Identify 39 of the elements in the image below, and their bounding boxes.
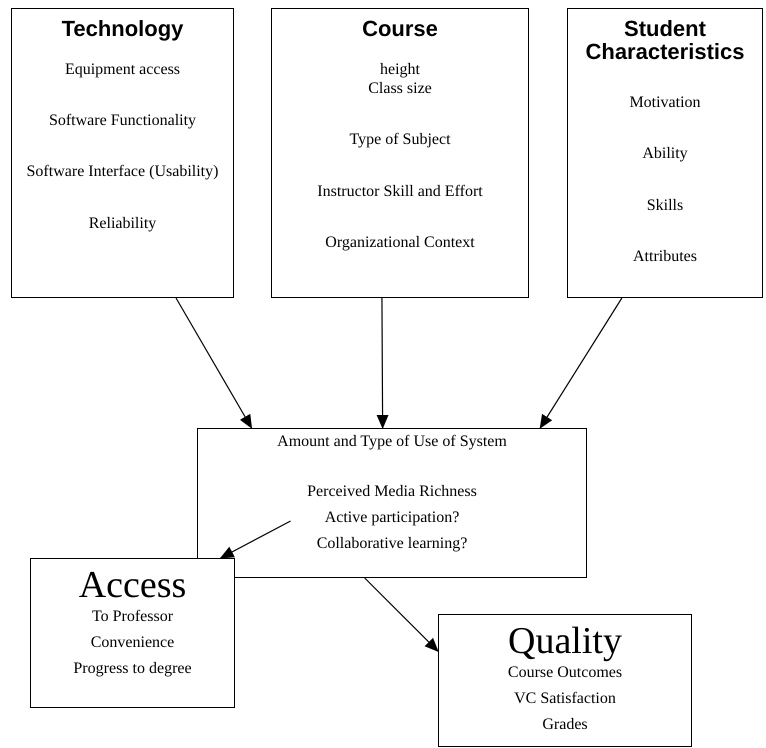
process-box <box>438 614 692 747</box>
box-item: Convenience <box>90 632 174 652</box>
box-item: Course Outcomes <box>508 662 622 682</box>
box-item: Software Interface (Usability) <box>26 162 218 182</box>
box-heading: Course <box>362 17 438 40</box>
box-item: height <box>380 60 420 80</box>
box-item: Attributes <box>633 246 697 266</box>
arrow <box>364 578 439 652</box>
box-item: Organizational Context <box>325 232 475 252</box>
box-heading: Technology <box>62 17 184 40</box>
arrow <box>376 298 389 429</box>
box-item: Equipment access <box>64 60 180 80</box>
box-item: Reliability <box>88 214 156 233</box>
box-item: VC Satisfaction <box>514 688 616 708</box>
box-item: Active participation? <box>324 508 460 527</box>
process-box <box>11 8 234 298</box>
box-item: Ability <box>642 144 688 164</box>
box-heading: Access <box>78 565 186 607</box>
box-item: Motivation <box>629 93 701 112</box>
box-item: To Professor <box>92 606 174 626</box>
box-item: Progress to degree <box>73 659 192 678</box>
arrow <box>540 298 622 429</box>
box-item: Type of Subject <box>349 130 451 150</box>
box-item: Class size <box>368 79 432 98</box>
arrow <box>176 298 252 429</box>
process-box <box>197 428 587 578</box>
box-item: Perceived Media Richness <box>307 482 477 501</box>
process-box <box>271 8 529 298</box>
box-heading: Quality <box>508 621 622 663</box>
box-item: Skills <box>646 196 684 215</box>
arrow <box>220 520 291 559</box>
box-item: Instructor Skill and Effort <box>317 182 483 201</box>
box-item: Collaborative learning? <box>316 534 468 554</box>
process-box <box>567 8 763 298</box>
box-item: Software Functionality <box>48 111 196 130</box>
box-item: Grades <box>542 715 588 734</box>
process-box <box>30 558 235 708</box>
box-heading: Student Characteristics <box>584 17 746 64</box>
box-heading: Amount and Type of Use of System <box>277 433 507 451</box>
